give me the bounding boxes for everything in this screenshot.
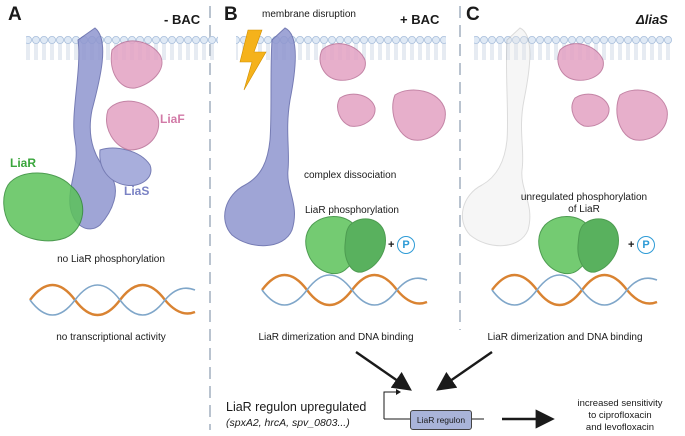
lightning-icon bbox=[239, 29, 267, 91]
sensitivity-text-3: and levofloxacin bbox=[585, 422, 655, 433]
liar-phos-text: LiaR phosphorylation bbox=[305, 205, 399, 216]
regulon-box: LiaR regulon bbox=[410, 410, 472, 430]
plus-sign-b: + bbox=[388, 239, 395, 251]
liaf-protein-c bbox=[557, 43, 668, 141]
arrow-c-to-regulon bbox=[436, 351, 493, 391]
liaf-label: LiaF bbox=[160, 112, 185, 126]
liar-label: LiaR bbox=[10, 156, 37, 170]
no-phos-text: no LiaR phosphorylation bbox=[57, 254, 165, 265]
regulon-genes-text: (spxA2, hrcA, spv_0803...) bbox=[226, 417, 350, 429]
unreg-phos-text-1: unregulated phosphorylation bbox=[520, 192, 648, 203]
regulon-upregulated-text: LiaR regulon upregulated bbox=[226, 400, 367, 414]
lias-ghost-c bbox=[461, 27, 531, 247]
sensitivity-text-2: to ciprofloxacin bbox=[588, 410, 652, 421]
panel-letter-c: C bbox=[466, 4, 480, 25]
lias-label: LiaS bbox=[124, 184, 150, 198]
panel-letter-a: A bbox=[8, 4, 22, 25]
promoter-arrowhead bbox=[396, 389, 401, 395]
unreg-phos-text-2: of LiaR bbox=[568, 204, 600, 215]
sensitivity-text-1: increased sensitivity bbox=[577, 398, 663, 409]
dna-c bbox=[491, 273, 658, 307]
no-tx-text: no transcriptional activity bbox=[56, 332, 166, 343]
dimerization-b-text: LiaR dimerization and DNA binding bbox=[258, 332, 414, 343]
condition-c: ΔliaS bbox=[636, 12, 668, 27]
phosphate-icon: P bbox=[637, 236, 655, 254]
plus-sign-c: + bbox=[628, 239, 635, 251]
dna-a bbox=[29, 283, 196, 317]
liaf-protein-b bbox=[319, 43, 446, 141]
promoter-arrow bbox=[383, 391, 396, 419]
panel-letter-b: B bbox=[224, 4, 238, 25]
liar-protein-a bbox=[3, 172, 84, 242]
liaf-protein-a bbox=[106, 40, 163, 151]
dimerization-c-text: LiaR dimerization and DNA binding bbox=[487, 332, 643, 343]
arrow-b-to-regulon bbox=[355, 351, 412, 391]
membrane-disruption-text: membrane disruption bbox=[262, 9, 356, 20]
complex-dissociation-text: complex dissociation bbox=[304, 170, 397, 181]
phosphate-icon: P bbox=[397, 236, 415, 254]
liar-dimer-b bbox=[305, 216, 386, 274]
condition-a: - BAC bbox=[164, 12, 201, 27]
condition-b: + BAC bbox=[400, 12, 440, 27]
dna-b bbox=[261, 273, 428, 307]
lias-protein-a bbox=[69, 27, 152, 230]
liar-dimer-c bbox=[538, 216, 619, 274]
lias-protein-b bbox=[224, 27, 296, 247]
